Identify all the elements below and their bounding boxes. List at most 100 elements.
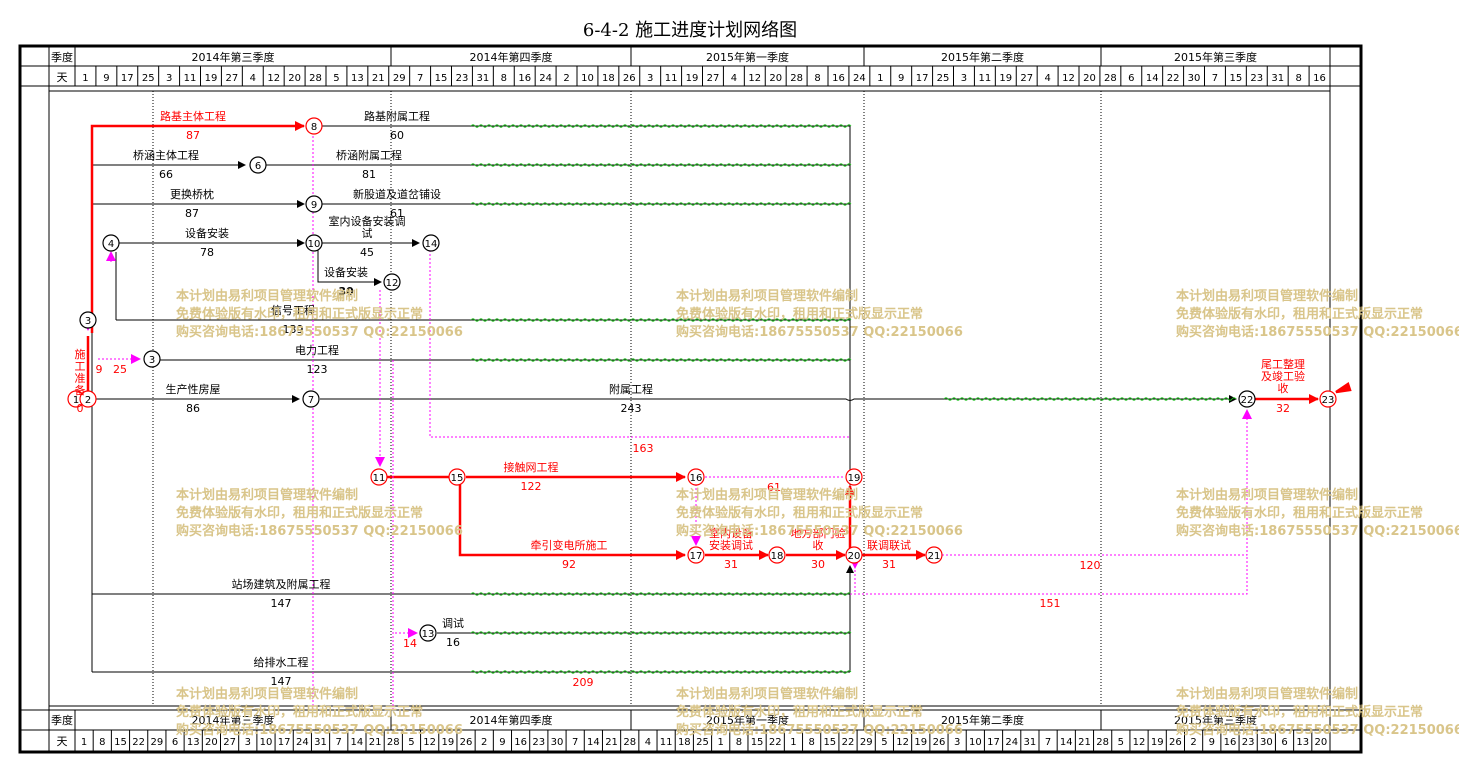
outer-frame: [18, 44, 1363, 754]
label-a22-line2: 及竣工验: [1261, 369, 1305, 383]
float-163: 163: [633, 442, 654, 455]
day-label: 30: [1260, 737, 1273, 748]
wavy-float-line: [470, 163, 852, 167]
day-label: 6: [1281, 737, 1287, 748]
day-label: 8: [808, 737, 814, 748]
node-number: 11: [373, 473, 386, 484]
day-label: 3: [245, 737, 251, 748]
quarter-label: 2015年第一季度: [706, 713, 789, 727]
day-label: 17: [278, 737, 291, 748]
day-label: 4: [1044, 73, 1050, 84]
node-22: 22: [1238, 390, 1256, 408]
watermark-line: 购买咨询电话:18675550537 QQ:22150066: [176, 723, 463, 738]
day-label: 19: [441, 737, 454, 748]
node-number: 9: [311, 200, 317, 211]
day-label: 29: [150, 737, 163, 748]
label-a14: 接触网工程: [504, 460, 559, 474]
watermark-8: 本计划由易利项目管理软件编制 免费体验版有水印，租用和正式版显示正常 购买咨询电…: [676, 686, 963, 740]
day-label: 21: [1078, 737, 1091, 748]
watermark-line: 免费体验版有水印，租用和正式版显示正常: [1176, 506, 1424, 521]
node-20: 20: [845, 546, 863, 564]
float-0: 0: [77, 402, 84, 415]
node-3: 3: [79, 311, 97, 329]
watermark-9: 本计划由易利项目管理软件编制 免费体验版有水印，租用和正式版显示正常 购买咨询电…: [1176, 686, 1459, 740]
day-label: 15: [751, 737, 764, 748]
day-label: 19: [999, 73, 1012, 84]
day-label: 19: [1151, 737, 1164, 748]
node-8: 8: [305, 117, 323, 135]
day-label: 29: [860, 737, 873, 748]
node-number: 2: [85, 395, 91, 406]
day-label: 28: [309, 73, 322, 84]
label-a2: 路基附属工程: [364, 109, 430, 123]
day-label: 23: [1250, 73, 1263, 84]
node-number: 18: [771, 551, 784, 562]
free-float-wavy: [470, 124, 1237, 674]
dur-a6: 61: [390, 207, 404, 220]
float-labels: 9 25 163 61 120 151 14 209 0: [77, 363, 1101, 689]
node-16: 16: [687, 468, 705, 486]
day-label: 2: [481, 737, 487, 748]
day-label: 3: [961, 73, 967, 84]
node-12: 12: [383, 273, 401, 291]
node-circle: [845, 468, 863, 486]
node-circle: [305, 117, 323, 135]
wavy-float-line: [470, 592, 852, 596]
day-label: 3: [647, 73, 653, 84]
day-label: 17: [121, 73, 134, 84]
day-label: 9: [499, 737, 505, 748]
day-label: 8: [814, 73, 820, 84]
node-circle: [1319, 390, 1337, 408]
day-label: 14: [1060, 737, 1073, 748]
day-label: 7: [1045, 737, 1051, 748]
node-circle: [79, 311, 97, 329]
watermark-line: 本计划由易利项目管理软件编制: [1176, 687, 1359, 702]
watermark-line: 本计划由易利项目管理软件编制: [176, 289, 359, 304]
day-label: 7: [417, 73, 423, 84]
critical-path: [86, 121, 1352, 560]
day-label: 31: [314, 737, 327, 748]
day-label: 24: [853, 73, 866, 84]
watermark-line: 免费体验版有水印，租用和正式版显示正常: [676, 705, 924, 720]
day-label: 22: [132, 737, 145, 748]
watermark-5: 本计划由易利项目管理软件编制 免费体验版有水印，租用和正式版显示正常 购买咨询电…: [676, 487, 963, 541]
label-a13: 附属工程: [609, 382, 653, 396]
day-label: 5: [1118, 737, 1124, 748]
node-11: 11: [370, 468, 388, 486]
day-label: 15: [823, 737, 836, 748]
day-label: 19: [205, 73, 218, 84]
day-label: 13: [351, 73, 364, 84]
dur-a4: 81: [362, 168, 376, 181]
day-label: 18: [602, 73, 615, 84]
watermark-2: 本计划由易利项目管理软件编制 免费体验版有水印，租用和正式版显示正常 购买咨询电…: [676, 288, 963, 342]
day-label: 28: [790, 73, 803, 84]
watermark-line: 免费体验版有水印，租用和正式版显示正常: [176, 307, 424, 322]
dur-a9: 30: [338, 285, 354, 298]
quarter-label: 2015年第一季度: [706, 50, 789, 64]
label-a9: 设备安装: [324, 265, 368, 279]
quarter-label: 2015年第三季度: [1174, 713, 1257, 727]
day-label: 27: [223, 737, 236, 748]
watermark-line: 本计划由易利项目管理软件编制: [176, 687, 359, 702]
day-label: 24: [539, 73, 552, 84]
day-label: 26: [460, 737, 473, 748]
label-a4: 桥涵附属工程: [336, 148, 402, 162]
day-label: 16: [514, 737, 527, 748]
day-label: 1: [790, 737, 796, 748]
node-circle: [422, 234, 440, 252]
watermark-3: 本计划由易利项目管理软件编制 免费体验版有水印，租用和正式版显示正常 购买咨询电…: [1176, 288, 1459, 342]
label-a15: 牵引变电所施工: [531, 538, 608, 552]
watermark-line: 免费体验版有水印，租用和正式版显示正常: [676, 506, 924, 521]
day-label: 28: [623, 737, 636, 748]
watermark-line: 购买咨询电话:18675550537 QQ:22150066: [676, 325, 963, 340]
day-label: 15: [435, 73, 448, 84]
day-label: 14: [351, 737, 364, 748]
day-label: 5: [333, 73, 339, 84]
day-label: 12: [748, 73, 761, 84]
day-label: 9: [1209, 737, 1215, 748]
day-label: 18: [678, 737, 691, 748]
label-a21: 给排水工程: [254, 655, 309, 669]
quarter-label: 2014年第四季度: [470, 50, 553, 64]
